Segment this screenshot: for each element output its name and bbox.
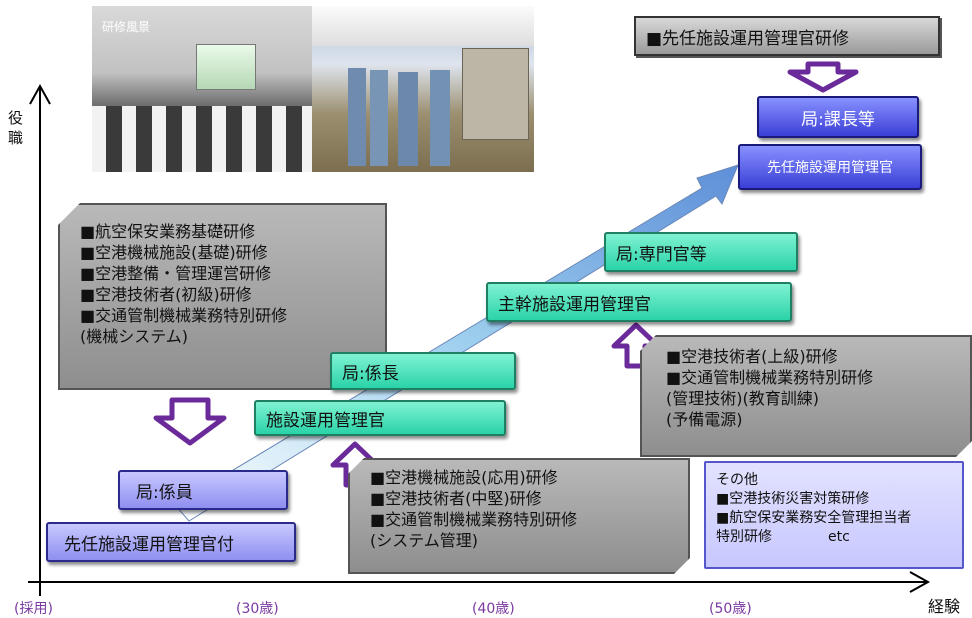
down-arrow-top bbox=[787, 61, 859, 93]
position-senior-facility-manager: 先任施設運用管理官 bbox=[738, 144, 922, 190]
training-box-senior: ■空港技術者(上級)研修 ■交通管制機械業務特別研修 (管理技術)(教育訓練) … bbox=[640, 335, 972, 457]
position-chief-facility-manager: 主幹施設運用管理官 bbox=[486, 282, 792, 322]
equipment-cabinet bbox=[462, 48, 529, 140]
position-senior-assistant: 先任施設運用管理官付 bbox=[46, 522, 296, 562]
position-facility-manager: 施設運用管理官 bbox=[254, 400, 506, 436]
training-box-middle: ■空港機械施設(応用)研修 ■空港技術者(中堅)研修 ■交通管制機械業務特別研修… bbox=[348, 458, 690, 574]
projector-screen bbox=[196, 44, 256, 90]
other-training-box: その他 ■空港技術災害対策研修 ■航空保安業務安全管理担当者 特別研修 etc bbox=[704, 461, 964, 569]
training-photo-field bbox=[312, 6, 534, 172]
training-box-top: ■先任施設運用管理官研修 bbox=[634, 16, 940, 56]
position-bureau-specialist: 局:専門官等 bbox=[604, 232, 798, 272]
y-axis-arrowhead bbox=[29, 83, 51, 105]
photo-caption: 研修風景 bbox=[102, 20, 151, 34]
training-photo-classroom: 研修風景 bbox=[92, 6, 312, 172]
down-arrow-left bbox=[153, 397, 227, 446]
x-tick-50: (50歳) bbox=[709, 601, 752, 617]
x-axis-arrowhead bbox=[909, 571, 931, 593]
position-bureau-chief-clerk: 局:係長 bbox=[330, 352, 516, 390]
position-bureau-division-head: 局:課長等 bbox=[757, 96, 919, 138]
x-tick-hire: (採用) bbox=[14, 601, 53, 617]
x-axis-label: 経験 bbox=[928, 597, 961, 616]
x-tick-40: (40歳) bbox=[472, 601, 515, 617]
position-bureau-staff: 局:係員 bbox=[118, 470, 288, 510]
x-tick-30: (30歳) bbox=[236, 601, 279, 617]
other-title: その他 bbox=[716, 472, 758, 488]
y-axis-label: 役 職 bbox=[8, 109, 24, 147]
